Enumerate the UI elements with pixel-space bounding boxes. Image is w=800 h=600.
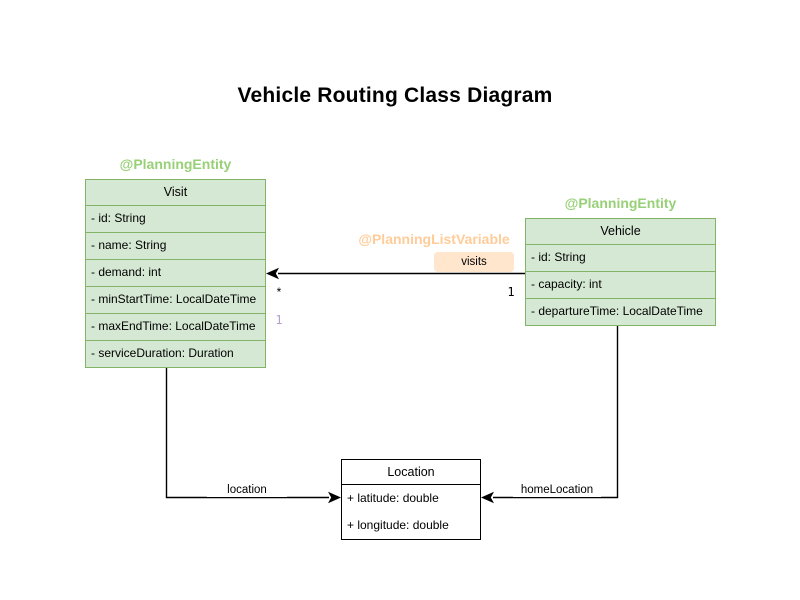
visits-target-multiplicity: * [276,285,282,299]
homelocation-connector [493,322,619,499]
visits-edge-label: visits [434,252,514,272]
location-arrowhead [328,491,341,504]
class-vehicle-attribute: - id: String [526,244,715,271]
planning-list-variable-annotation: @PlanningListVariable [358,231,510,247]
visits-target-multiplicity-secondary: 1 [275,313,283,327]
class-vehicle-attribute: - capacity: int [526,271,715,298]
class-location: Location + latitude: double + longitude:… [341,459,481,540]
vehicle-planning-entity-annotation: @PlanningEntity [564,195,677,211]
class-vehicle: Vehicle - id: String - capacity: int - d… [525,218,716,326]
homelocation-edge-label: homeLocation [513,484,601,497]
class-visit-attribute: - name: String [86,232,265,259]
visit-planning-entity-annotation: @PlanningEntity [119,156,232,172]
class-visit-attribute: - maxEndTime: LocalDateTime [86,313,265,340]
visits-source-multiplicity: 1 [507,285,515,299]
homelocation-arrowhead [481,491,494,504]
class-visit-attribute: - minStartTime: LocalDateTime [86,286,265,313]
location-edge-label: location [207,484,287,497]
class-visit-title: Visit [163,185,188,199]
class-visit: Visit - id: String - name: String - dema… [85,179,266,368]
class-visit-attribute: - id: String [86,205,265,232]
class-vehicle-attribute: - departureTime: LocalDateTime [526,298,715,325]
diagram-title: Vehicle Routing Class Diagram [237,84,553,107]
class-location-attribute: + latitude: double [347,491,439,505]
visits-arrowhead [266,267,279,280]
location-connector [165,361,329,499]
class-location-title: Location [342,460,480,485]
class-location-attribute: + longitude: double [347,518,449,532]
class-visit-attribute: - demand: int [86,259,265,286]
class-vehicle-title: Vehicle [600,224,641,238]
class-visit-attribute: - serviceDuration: Duration [86,340,265,367]
